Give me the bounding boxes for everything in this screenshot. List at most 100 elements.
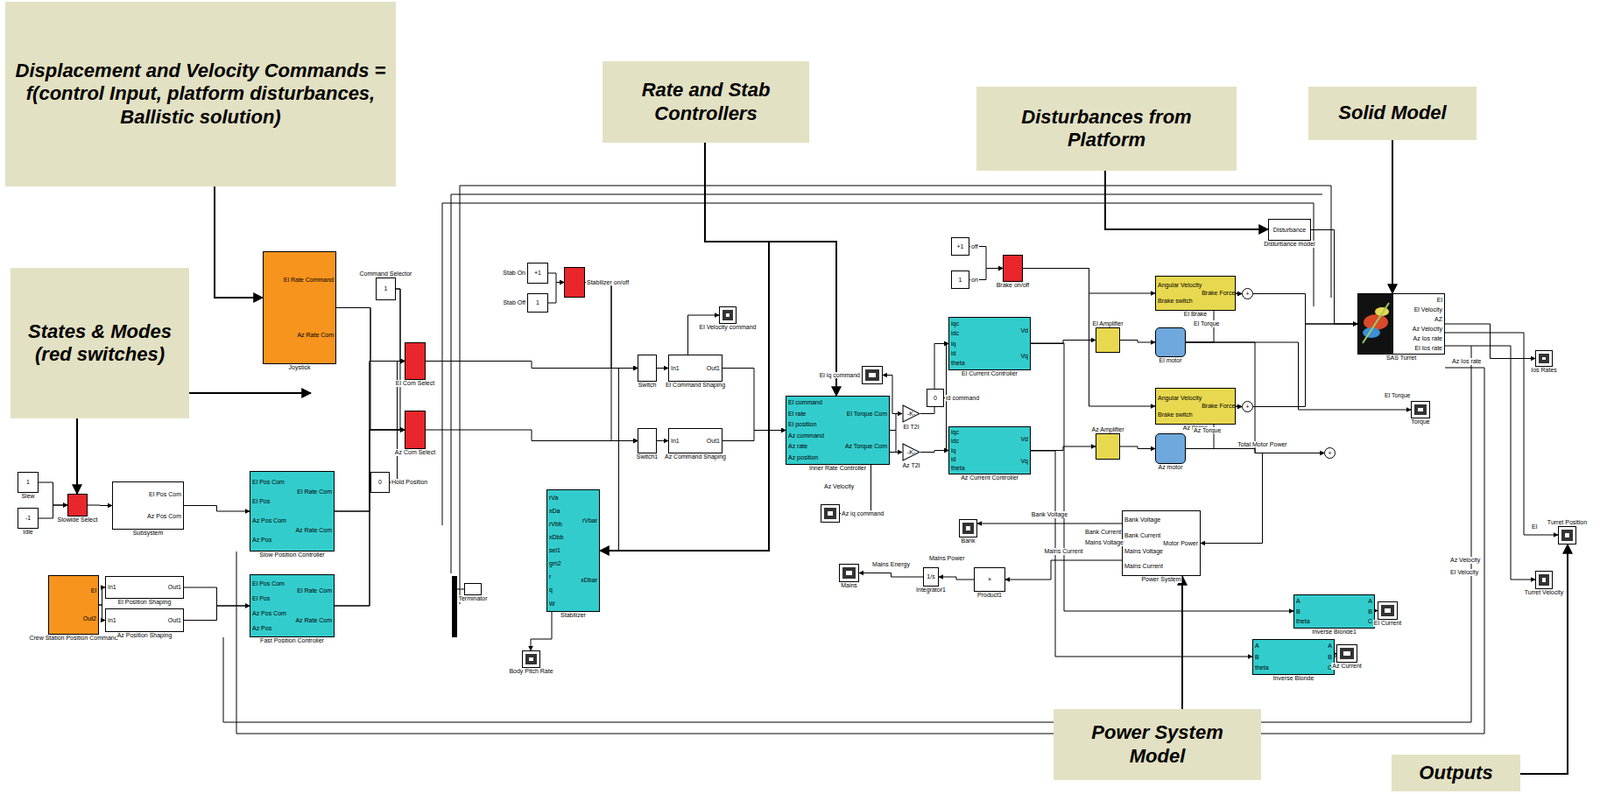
callout-arrow xyxy=(1520,544,1568,775)
block-name: Slow Position Controller xyxy=(258,551,325,559)
callout-arrow xyxy=(1105,170,1269,230)
block-name: Ios Rates xyxy=(1529,366,1558,374)
block-name: Mains xyxy=(839,582,859,590)
block-name: id command xyxy=(944,394,980,402)
callout-text: States & Modes (red switches) xyxy=(19,320,181,367)
block-name: Az iq command xyxy=(840,510,885,518)
callout-arrow xyxy=(214,186,263,298)
block-name: El T2I xyxy=(902,423,920,431)
signal-wire xyxy=(1311,230,1358,325)
constant-block: 1on xyxy=(951,270,970,289)
function-block: Switch xyxy=(637,354,657,382)
function-block: In1Out1El Command Shaping xyxy=(668,354,723,382)
block-name: Hold Position xyxy=(390,479,429,487)
block-value: + xyxy=(1245,403,1249,411)
function-block: In1Out1Az Command Shaping xyxy=(668,428,723,454)
signal-wire xyxy=(599,368,638,552)
port-label: Bank Voltage xyxy=(1124,516,1163,524)
callout-text: Power System Model xyxy=(1062,721,1253,769)
scope-block: Turret Velocity xyxy=(1535,570,1553,590)
block-name: Az Current xyxy=(1331,662,1362,670)
signal-wire xyxy=(938,577,974,580)
function-block: In1Out1Az Position Shaping xyxy=(105,608,184,633)
port-label: El position xyxy=(788,421,825,429)
signal-wire xyxy=(920,451,949,453)
port-label: id xyxy=(951,456,966,464)
port-label: xDa xyxy=(549,507,564,515)
scope-block: El Velocity command xyxy=(718,306,737,325)
port-label: idc xyxy=(951,330,966,338)
block-value: 1/s xyxy=(926,573,935,581)
port-label: B xyxy=(1327,654,1333,662)
port-label: theta xyxy=(1254,664,1269,672)
block-name: Stabilizer on/off xyxy=(585,279,630,287)
input-block: El Rate CommandAz Rate ComJoystick xyxy=(262,251,337,365)
port-label: theta xyxy=(951,359,966,367)
scope-block: Ios Rates xyxy=(1535,350,1553,367)
sum-junction: + xyxy=(1324,447,1336,459)
port-label: El command xyxy=(788,399,825,407)
port-label: Angular Velocity xyxy=(1157,394,1202,402)
gain-block: -K-El T2I xyxy=(902,404,921,423)
block-name: Switch1 xyxy=(635,453,660,461)
scope-block: Body Pitch Rate xyxy=(521,650,541,669)
port-label: xDbb xyxy=(549,534,564,542)
block-name: El Velocity command xyxy=(698,324,758,332)
port-label: Vq xyxy=(1020,458,1029,466)
sum-junction: + xyxy=(1241,401,1254,413)
port-label: B xyxy=(1367,608,1373,616)
signal-label: El Torque xyxy=(1383,392,1411,400)
subsystem-block: ABthetaABCInverse Blonde1 xyxy=(1293,594,1375,629)
port-label: Out1 xyxy=(168,617,182,625)
port-label: B xyxy=(1254,654,1269,662)
callout-text: Rate and Stab Controllers xyxy=(611,78,801,126)
port-label: iq xyxy=(951,447,966,455)
constant-block: 0Hold Position xyxy=(370,472,390,494)
callout-box: Displacement and Velocity Commands = f(c… xyxy=(5,1,396,187)
block-name: Inverse Blonde1 xyxy=(1311,628,1358,636)
constant-block: +1Stab On xyxy=(527,262,549,284)
callout-arrow xyxy=(704,142,837,396)
signal-wire xyxy=(1200,453,1325,544)
scope-block: Turret Position xyxy=(1557,526,1577,545)
signal-wire xyxy=(98,605,106,621)
port-label: theta xyxy=(951,465,966,473)
signal-wire xyxy=(425,361,638,369)
signal-label: Az Velocity xyxy=(823,483,855,491)
block-value: 1 xyxy=(26,479,30,487)
block-name: Stab Off xyxy=(501,299,527,307)
signal-wire xyxy=(548,273,564,283)
port-label: El Rate Com xyxy=(296,488,332,496)
block-name: El motor xyxy=(1157,357,1183,365)
port-label: Mains Current xyxy=(1124,563,1163,571)
signal-wire xyxy=(656,440,669,442)
signal-wire xyxy=(530,612,552,651)
port-label: C xyxy=(1367,618,1373,626)
port-label: Brake Force xyxy=(1201,402,1235,410)
port-label: Az Pos Com xyxy=(252,610,287,618)
block-value: 0 xyxy=(378,479,382,487)
signal-label: El Torque xyxy=(1192,320,1220,328)
port-label: In1 xyxy=(107,617,117,625)
function-block: 1/sIntegrator1 xyxy=(923,567,939,587)
block-value: 0 xyxy=(933,394,938,402)
port-label: B xyxy=(1296,608,1311,616)
mode-switch: El Com Select xyxy=(404,342,426,381)
block-value: 1 xyxy=(384,285,388,293)
scope-block: Torque xyxy=(1410,401,1431,419)
port-label: iqc xyxy=(951,320,966,328)
function-block: ×Product1 xyxy=(973,567,1006,593)
port-label: xDbar xyxy=(580,577,598,585)
port-label: Az Velocity xyxy=(1412,325,1443,333)
subsystem-block: ABthetaABCInverse Blonde xyxy=(1252,639,1335,676)
function-block: Switch1 xyxy=(637,428,657,454)
port-label: Az Pos xyxy=(252,625,287,633)
port-label: El Velocity xyxy=(1414,306,1443,314)
port-label: El Ios rate xyxy=(1414,345,1443,353)
block-value: + xyxy=(1327,450,1332,458)
signal-wire xyxy=(98,587,106,606)
mode-switch: Slowide Select xyxy=(67,493,88,517)
block-value: + xyxy=(1245,290,1249,298)
port-label: gm2 xyxy=(549,560,564,568)
